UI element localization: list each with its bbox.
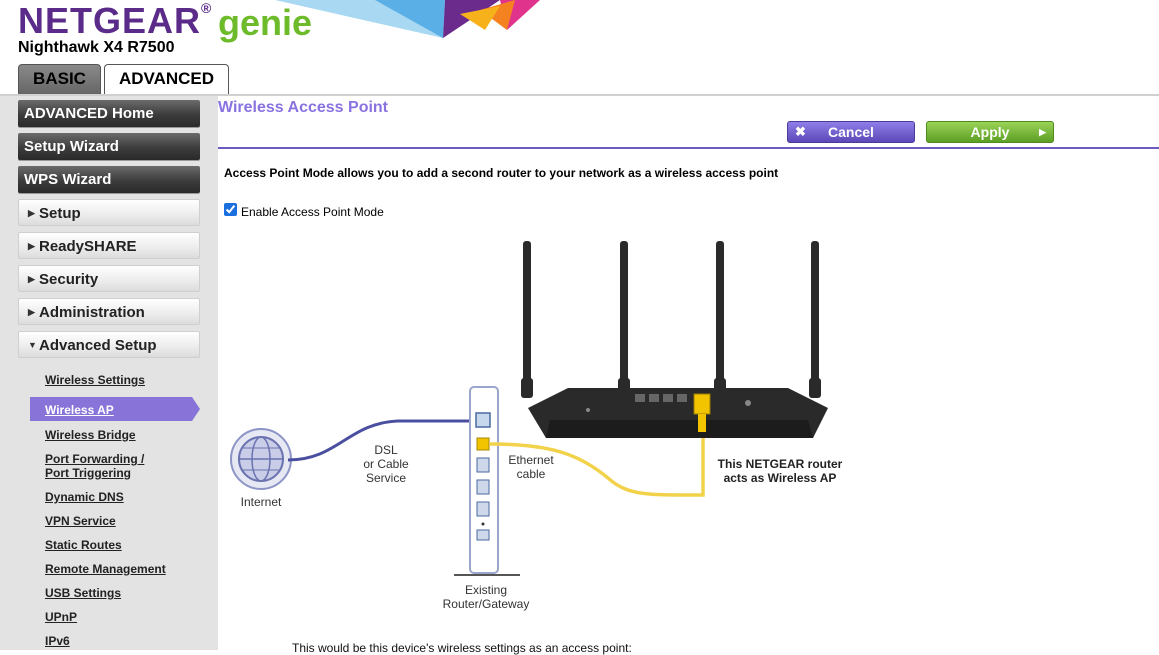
page-title: Wireless Access Point (218, 99, 389, 116)
apply-button-label: Apply (970, 124, 1010, 140)
chevron-right-icon: ▶ (28, 274, 35, 284)
sidebar-item-static-routes[interactable]: Static Routes (45, 538, 122, 552)
sidebar-item-port-triggering[interactable]: Port Triggering (45, 466, 132, 480)
close-icon: ✖ (795, 124, 806, 139)
ethernet-label-line1: Ethernet (508, 453, 554, 467)
internet-globe-icon (230, 428, 292, 490)
sidebar-section-label: Security (39, 271, 99, 288)
ethernet-label-line2: cable (516, 467, 546, 481)
sidebar-setup-wizard-button[interactable]: Setup Wizard (18, 133, 200, 160)
sidebar-item-port-forwarding[interactable]: Port Forwarding / (45, 452, 145, 466)
tab-basic[interactable]: BASIC (18, 64, 101, 94)
sidebar: ADVANCED Home Setup Wizard WPS Wizard ▶ … (0, 96, 218, 650)
sidebar-item-wireless-bridge[interactable]: Wireless Bridge (45, 428, 136, 442)
antenna-icons (521, 241, 821, 398)
sidebar-item-remote-management[interactable]: Remote Management (45, 562, 166, 576)
header-divider (0, 94, 1159, 96)
sidebar-item-ipv6[interactable]: IPv6 (45, 634, 70, 648)
sidebar-section-setup[interactable]: ▶ Setup (18, 199, 200, 226)
sidebar-item-usb-settings[interactable]: USB Settings (45, 586, 122, 600)
sidebar-item-wireless-ap[interactable]: Wireless AP (45, 403, 114, 417)
chevron-right-icon: ▶ (28, 208, 35, 218)
header: NETGEAR® genie Nighthawk X4 R7500 BASIC … (0, 0, 1159, 96)
existing-router-label-line2: Router/Gateway (442, 597, 530, 611)
sidebar-section-label: Advanced Setup (39, 337, 157, 354)
title-divider (218, 147, 1159, 149)
netgear-router-label-line1: This NETGEAR router (717, 457, 843, 471)
sidebar-section-label: Administration (39, 304, 145, 321)
description-text: Access Point Mode allows you to add a se… (224, 166, 779, 180)
dsl-label-line3: Service (365, 471, 406, 485)
netgear-router-icon (528, 388, 828, 438)
netgear-logo: NETGEAR® (18, 0, 213, 41)
existing-router-label-line1: Existing (464, 583, 508, 597)
sidebar-section-administration[interactable]: ▶ Administration (18, 298, 200, 325)
existing-router-icon (454, 386, 520, 576)
sidebar-item-upnp[interactable]: UPnP (45, 610, 78, 624)
dsl-label-line1: DSL (374, 443, 398, 457)
dsl-label-line2: or Cable (363, 457, 409, 471)
enable-ap-mode-label: Enable Access Point Mode (241, 205, 384, 219)
model-name: Nighthawk X4 R7500 (18, 39, 175, 56)
arrow-right-icon: ▶ (1039, 127, 1046, 137)
chevron-right-icon: ▶ (28, 307, 35, 317)
network-diagram-illustration (230, 241, 828, 576)
cancel-button-label: Cancel (828, 124, 874, 140)
sidebar-wps-wizard-button[interactable]: WPS Wizard (18, 166, 200, 193)
sidebar-section-label: Setup (39, 205, 81, 222)
internet-label: Internet (240, 495, 282, 509)
cancel-button[interactable]: ✖ Cancel (787, 121, 915, 143)
sidebar-item-wireless-settings[interactable]: Wireless Settings (45, 373, 145, 387)
chevron-down-icon: ▼ (28, 340, 37, 350)
chevron-right-icon: ▶ (28, 241, 35, 251)
sidebar-advanced-home-button[interactable]: ADVANCED Home (18, 100, 200, 127)
apply-button[interactable]: Apply ▶ (926, 121, 1054, 143)
sidebar-section-security[interactable]: ▶ Security (18, 265, 200, 292)
sidebar-section-readyshare[interactable]: ▶ ReadySHARE (18, 232, 200, 259)
sidebar-section-advanced-setup[interactable]: ▼ Advanced Setup (18, 331, 200, 358)
sidebar-item-vpn-service[interactable]: VPN Service (45, 514, 116, 528)
tab-advanced[interactable]: ADVANCED (104, 64, 229, 94)
ethernet-cable (489, 426, 705, 497)
ap-mode-diagram: Internet DSL or Cable Service Ethernet c… (228, 238, 868, 623)
netgear-router-label-line2: acts as Wireless AP (723, 471, 837, 485)
logo-triangles-icon (275, 0, 540, 38)
sidebar-item-dynamic-dns[interactable]: Dynamic DNS (45, 490, 124, 504)
genie-logo: genie (218, 2, 313, 43)
enable-ap-mode-checkbox[interactable] (224, 203, 237, 216)
sidebar-section-label: ReadySHARE (39, 238, 137, 255)
active-item-pointer (192, 397, 200, 421)
dsl-cable (287, 419, 474, 462)
active-item-highlight (30, 397, 192, 421)
settings-intro-text: This would be this device's wireless set… (292, 641, 632, 655)
